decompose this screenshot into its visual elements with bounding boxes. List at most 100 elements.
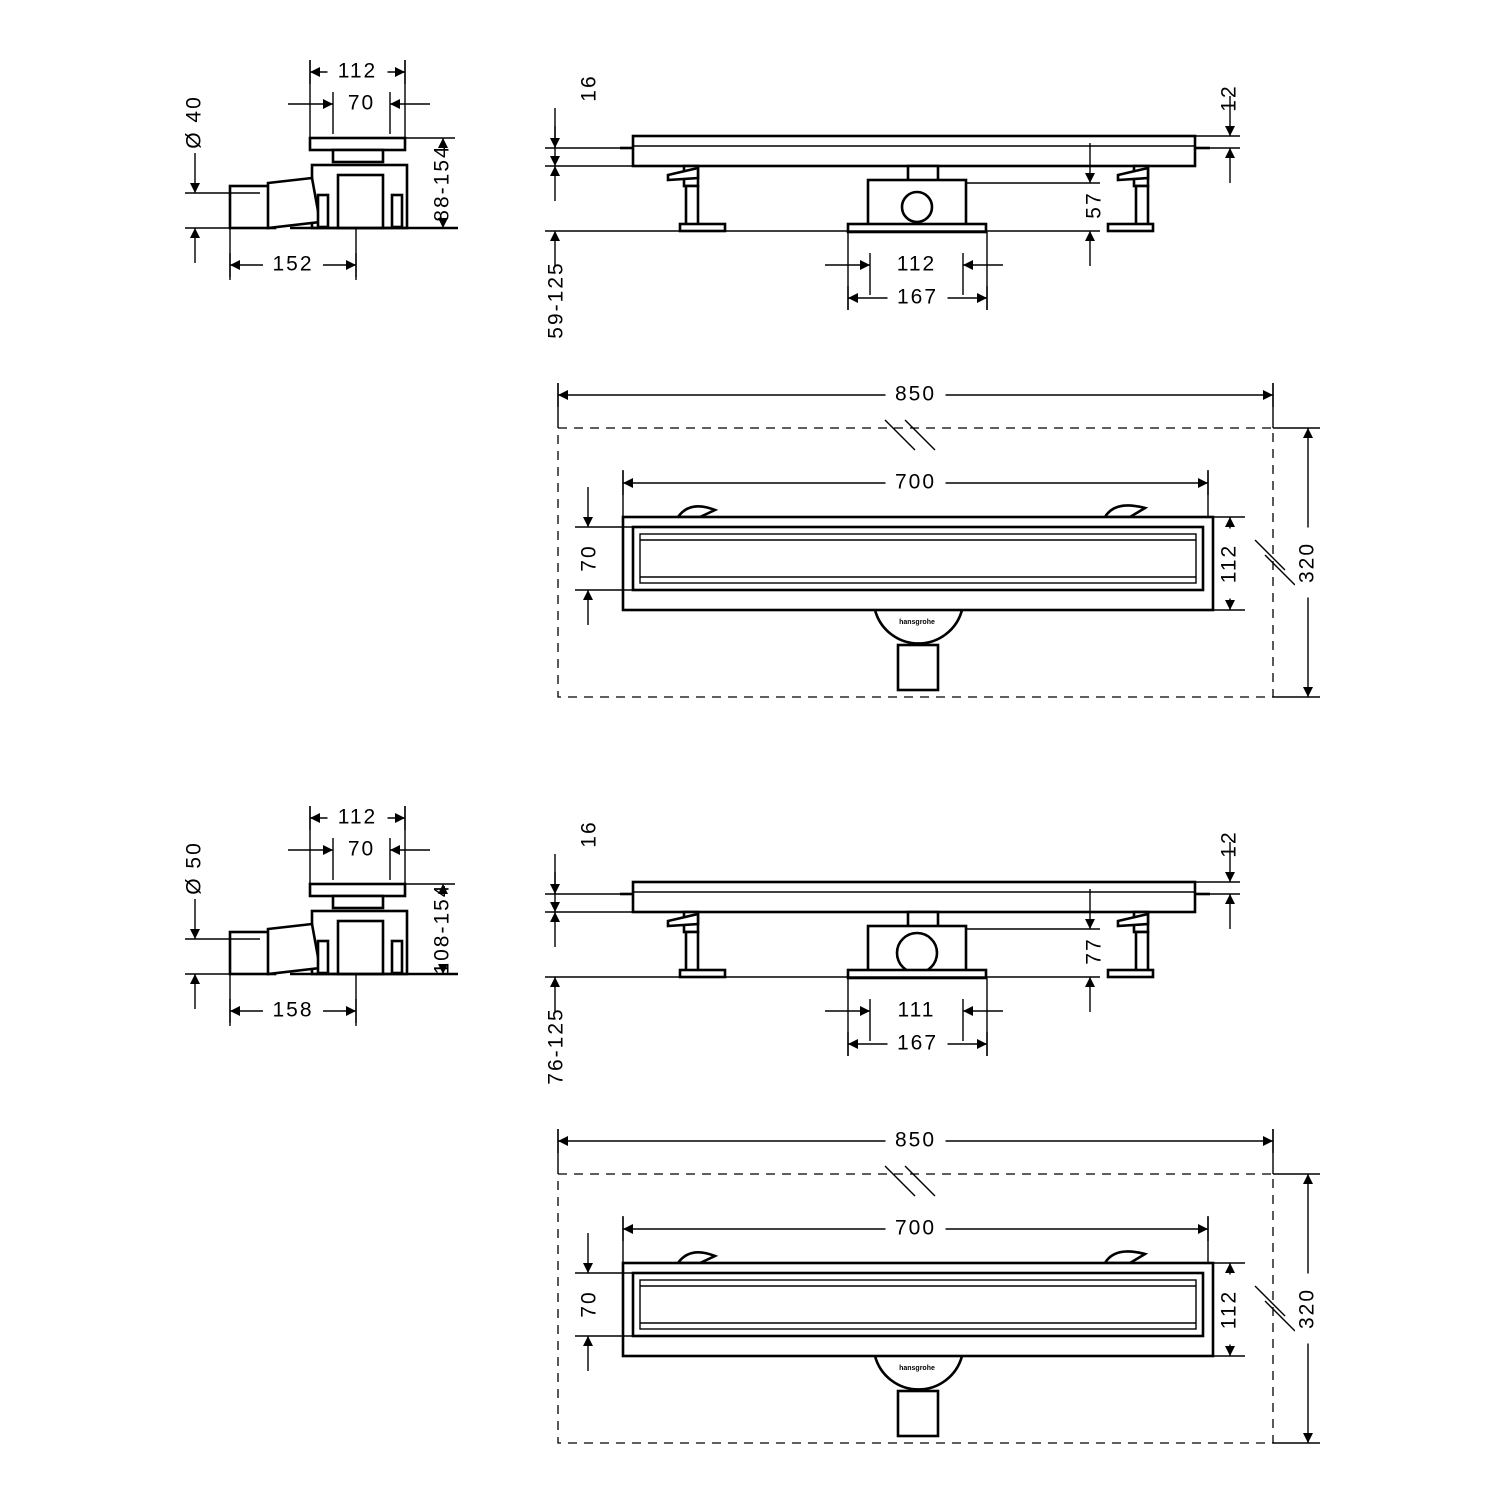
arrowhead bbox=[390, 845, 400, 855]
line bbox=[884, 1165, 916, 1197]
label-bg bbox=[327, 60, 388, 84]
arrowhead bbox=[190, 929, 200, 939]
foot-left bbox=[316, 193, 330, 229]
dim-top-channel-width: 112 bbox=[1218, 544, 1241, 583]
grate-frame bbox=[631, 525, 1205, 592]
dim-front-box-inner: 112 bbox=[897, 253, 936, 276]
arrowhead bbox=[323, 845, 333, 855]
channel-body bbox=[631, 134, 1197, 168]
arrowhead bbox=[977, 1039, 987, 1049]
arrowhead bbox=[623, 478, 633, 488]
dim-side-diameter: Ø 50 bbox=[183, 841, 206, 895]
dim-front-body-depth: 57 bbox=[1083, 191, 1106, 218]
base-plate bbox=[678, 968, 727, 979]
foot-left bbox=[316, 939, 330, 975]
label-bg bbox=[1295, 1273, 1321, 1344]
arrowhead bbox=[438, 138, 448, 148]
arrowhead bbox=[1198, 478, 1208, 488]
line bbox=[1264, 554, 1296, 586]
outlet-bowl bbox=[873, 609, 964, 645]
foot-right bbox=[390, 939, 404, 975]
outlet-pipe-top bbox=[896, 643, 940, 692]
arrowhead bbox=[230, 260, 240, 270]
brand-logo: hansgrohe bbox=[899, 1365, 935, 1372]
grate-frame bbox=[631, 1271, 1205, 1338]
dim-side-width-outer: 112 bbox=[338, 60, 377, 83]
arrowhead bbox=[395, 813, 405, 823]
base-plate bbox=[678, 222, 727, 233]
label-bg bbox=[1295, 527, 1321, 598]
arrowhead bbox=[1225, 148, 1235, 158]
line bbox=[1254, 539, 1286, 571]
base-plate-center bbox=[846, 222, 988, 234]
arrowhead bbox=[963, 260, 973, 270]
dim-front-box-outer: 167 bbox=[897, 1032, 938, 1055]
outlet-circle-icon bbox=[900, 190, 934, 224]
arrowhead bbox=[1225, 600, 1235, 610]
arrowhead bbox=[310, 67, 320, 77]
line bbox=[1264, 1300, 1296, 1332]
arrowhead bbox=[550, 231, 560, 241]
grate-inner bbox=[639, 1279, 1197, 1330]
grate-neck bbox=[331, 894, 385, 910]
lever-left bbox=[675, 1251, 719, 1265]
dim-front-top-height: 16 bbox=[578, 74, 601, 101]
arrowhead bbox=[1225, 126, 1235, 136]
arrowhead bbox=[1085, 977, 1095, 987]
dim-top-total-length: 850 bbox=[895, 383, 936, 406]
arrowhead bbox=[438, 218, 448, 228]
dim-top-channel-length: 700 bbox=[895, 471, 936, 494]
label-bg bbox=[430, 148, 456, 218]
line bbox=[884, 419, 916, 451]
arrowhead bbox=[583, 1336, 593, 1346]
arrowhead bbox=[1085, 173, 1095, 183]
threaded-rod bbox=[1134, 930, 1150, 974]
label-bg bbox=[327, 806, 388, 830]
arrowhead bbox=[1263, 1136, 1273, 1146]
arrowhead bbox=[390, 99, 400, 109]
arrowhead bbox=[550, 902, 560, 912]
arrowhead bbox=[1303, 687, 1313, 697]
dim-top-grate-width: 70 bbox=[578, 1290, 601, 1317]
dim-front-install-height: 76-125 bbox=[545, 1007, 568, 1084]
arrowhead bbox=[550, 977, 560, 987]
arrowhead bbox=[860, 1006, 870, 1016]
outlet-elbow bbox=[266, 922, 322, 976]
arrowhead bbox=[190, 974, 200, 984]
label-bg bbox=[887, 286, 948, 310]
outlet-elbow bbox=[266, 176, 322, 230]
dim-side-diameter: Ø 40 bbox=[183, 95, 206, 149]
arrowhead bbox=[1225, 517, 1235, 527]
arrowhead bbox=[583, 590, 593, 600]
arrowhead bbox=[583, 517, 593, 527]
dim-top-channel-length: 700 bbox=[895, 1217, 936, 1240]
lever-left bbox=[675, 505, 719, 519]
arrowhead bbox=[550, 912, 560, 922]
arrowhead bbox=[1303, 428, 1313, 438]
label-bg bbox=[263, 999, 323, 1023]
label-bg bbox=[885, 471, 946, 495]
dim-top-grate-width: 70 bbox=[578, 544, 601, 571]
brand-logo: hansgrohe bbox=[899, 619, 935, 626]
dim-side-outlet-length: 158 bbox=[272, 999, 313, 1022]
arrowhead bbox=[550, 166, 560, 176]
arrowhead bbox=[1263, 390, 1273, 400]
arrowhead bbox=[395, 67, 405, 77]
arrowhead bbox=[550, 156, 560, 166]
leveling-lever bbox=[1116, 166, 1150, 182]
dim-side-height-range: 88-154 bbox=[431, 144, 454, 221]
dim-top-total-width: 320 bbox=[1296, 542, 1319, 583]
base-plate bbox=[1106, 222, 1155, 233]
arrowhead bbox=[310, 813, 320, 823]
dim-side-width-inner: 70 bbox=[348, 838, 375, 861]
arrowhead bbox=[346, 1006, 356, 1016]
label-bg bbox=[885, 1129, 946, 1153]
arrowhead bbox=[1303, 1433, 1313, 1443]
grate-plate bbox=[308, 136, 407, 152]
arrowhead bbox=[230, 1006, 240, 1016]
arrowhead bbox=[346, 260, 356, 270]
outlet-bowl bbox=[873, 1355, 964, 1391]
grate-plate bbox=[308, 882, 407, 898]
